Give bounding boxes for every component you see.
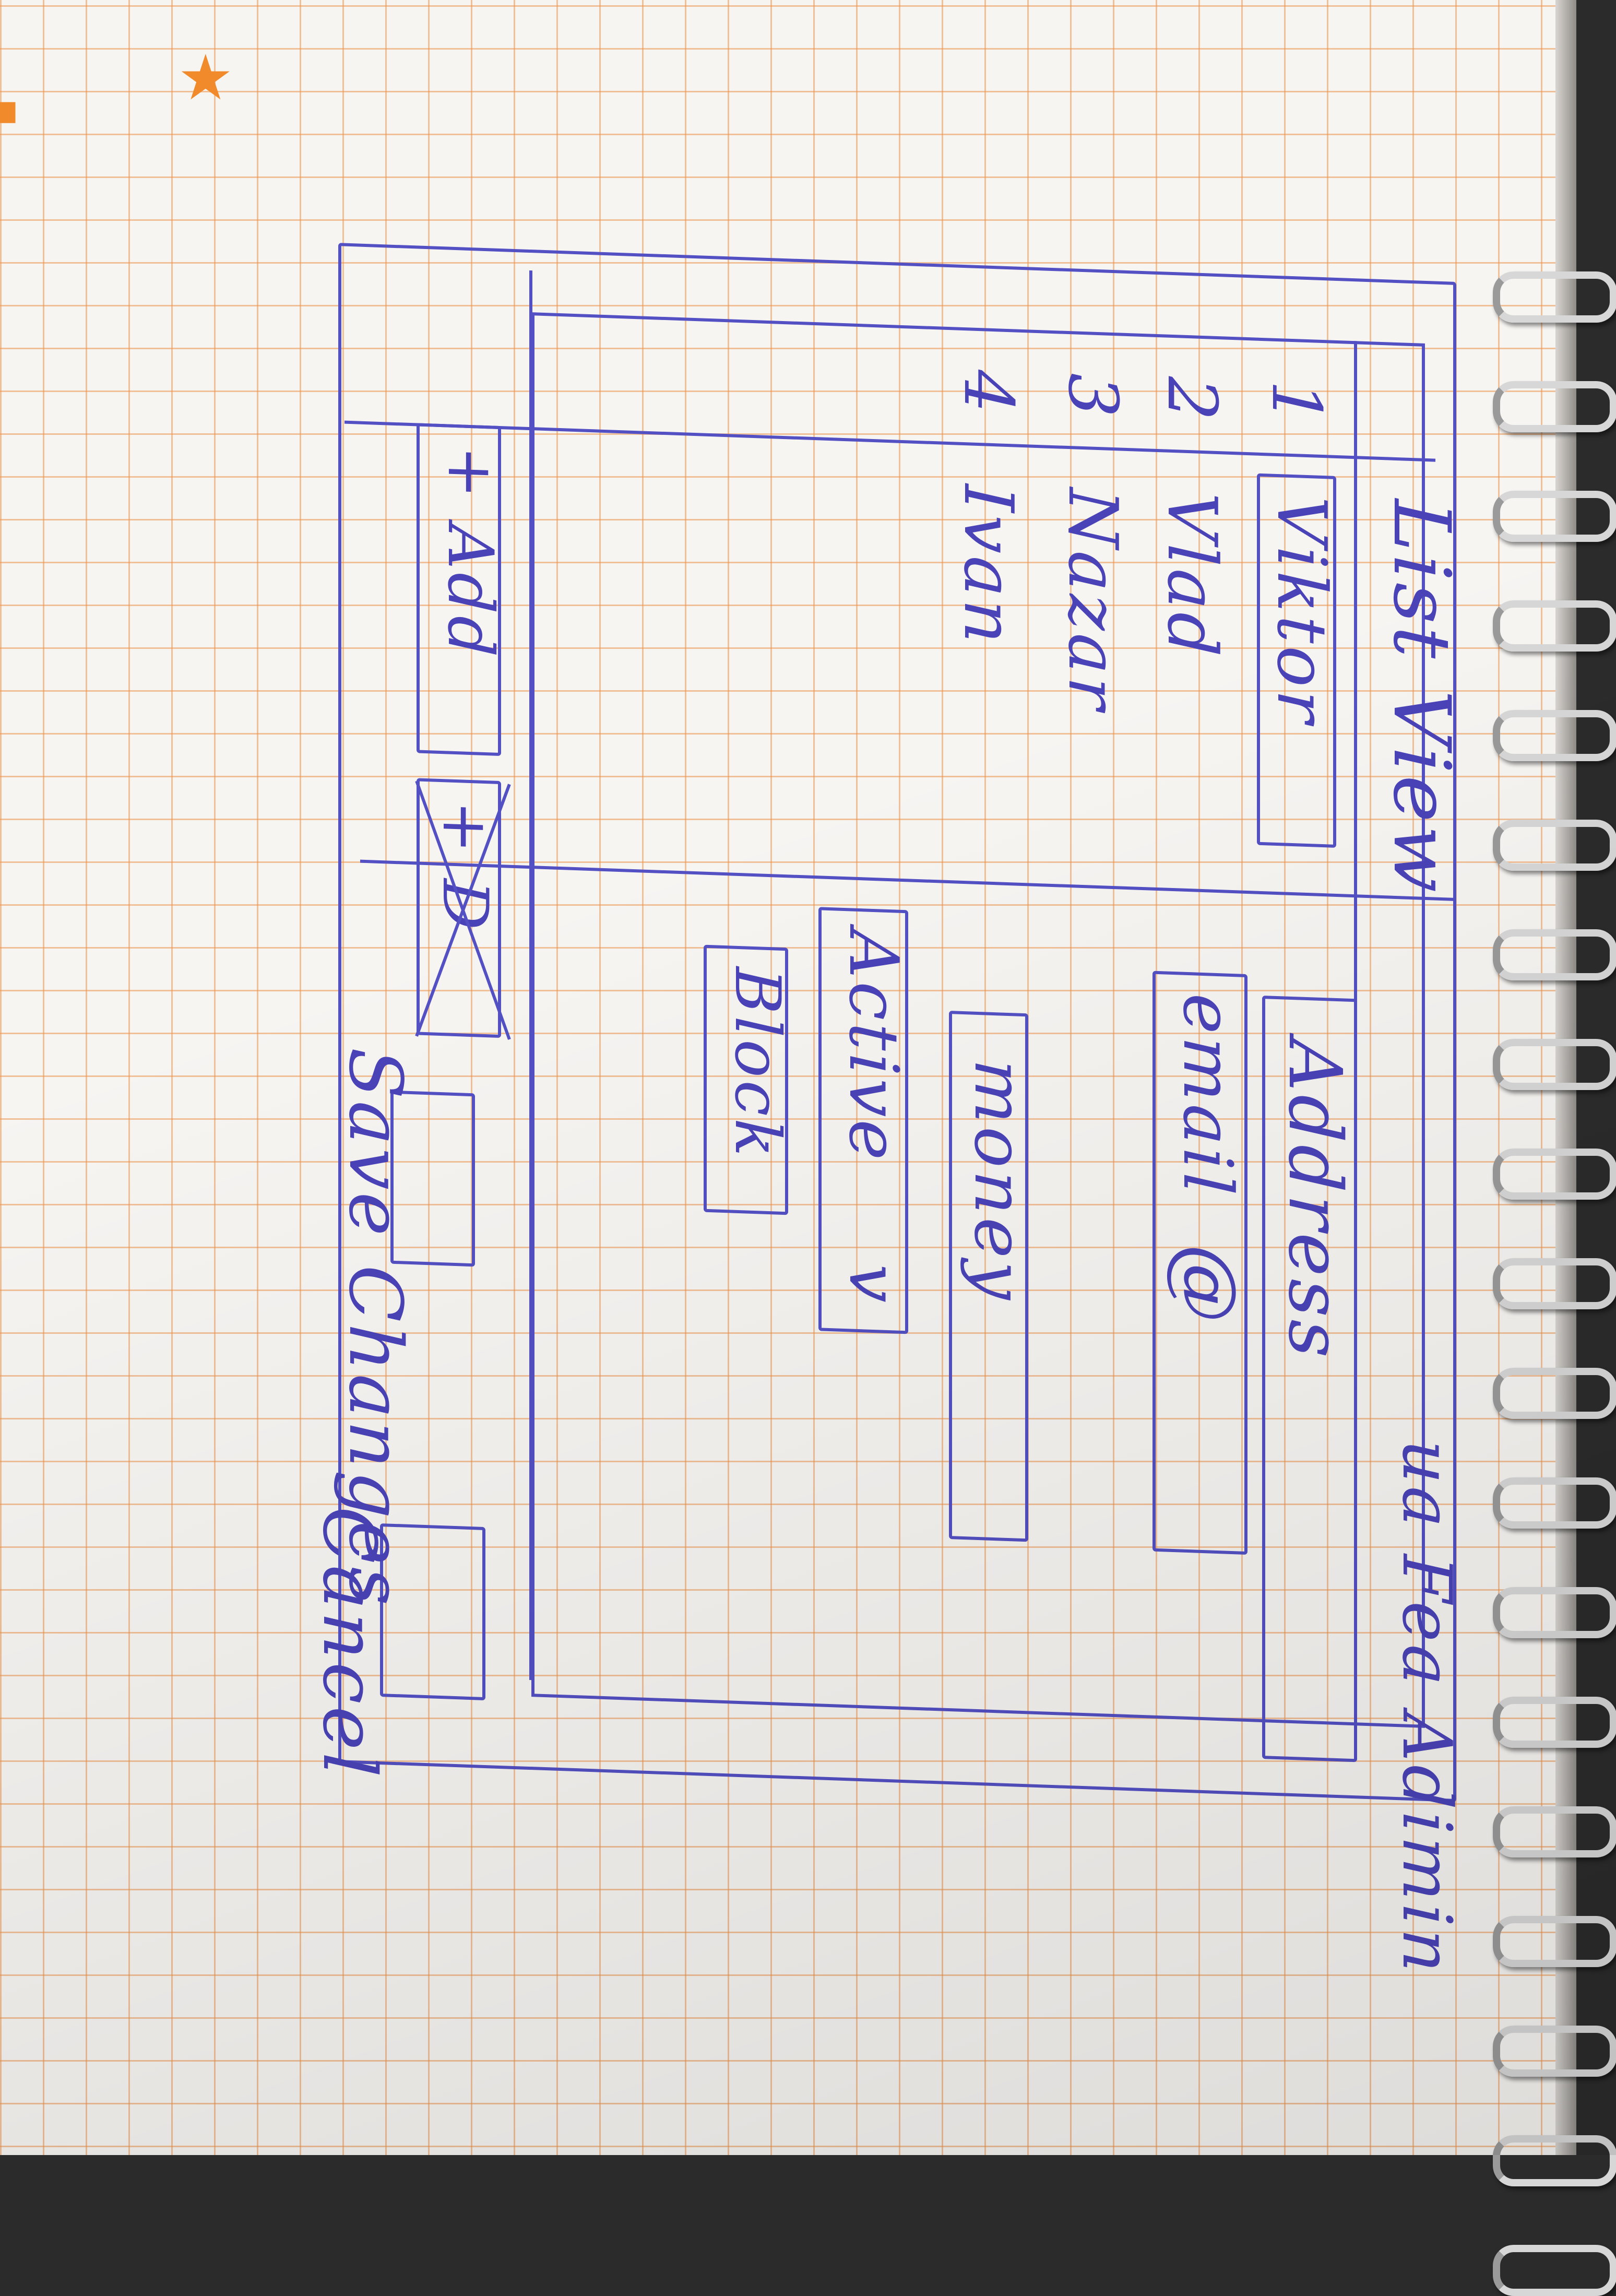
spiral-ring — [1493, 929, 1616, 980]
row-number: 4 — [949, 369, 1028, 418]
spiral-ring — [1493, 1368, 1616, 1419]
spiral-ring — [1493, 491, 1616, 542]
spiral-ring — [1493, 1697, 1616, 1748]
spiral-ring — [1493, 1587, 1616, 1638]
spiral-ring — [1493, 1916, 1616, 1967]
block-button-label: Block — [721, 966, 793, 1162]
status-label: Active — [834, 928, 913, 1165]
row-name[interactable]: Vlad — [1152, 490, 1232, 661]
spiral-ring — [1493, 2245, 1616, 2296]
email-label: email — [1168, 992, 1247, 1199]
row-name[interactable]: Nazar — [1053, 487, 1133, 714]
logo-star-icon: ★ — [177, 42, 234, 114]
row-number: 1 — [1257, 379, 1336, 429]
spiral-ring — [1493, 381, 1616, 432]
toolbar-divider — [529, 270, 532, 1680]
row-name[interactable]: Ivan — [949, 483, 1028, 648]
detail-title: ua Fea Adimin — [1387, 1438, 1467, 1978]
list-title: List View — [1376, 498, 1467, 897]
chevron-down-icon[interactable]: v — [834, 1262, 913, 1307]
spiral-ring — [1493, 271, 1616, 323]
address-label: Address — [1272, 1037, 1357, 1363]
spiral-ring — [1493, 600, 1616, 652]
money-label: money — [959, 1058, 1039, 1304]
at-icon: @ — [1162, 1242, 1253, 1328]
spiral-ring — [1493, 2135, 1616, 2186]
page-edge — [1555, 0, 1576, 2155]
spiral-ring — [1493, 1477, 1616, 1529]
spiral-ring — [1493, 1039, 1616, 1090]
row-number: 3 — [1053, 372, 1133, 422]
notebook-page — [0, 0, 1576, 2155]
spiral-ring — [1493, 1806, 1616, 1857]
spiral-ring — [1493, 710, 1616, 761]
cancel-label: Cancel — [306, 1505, 391, 1781]
spiral-ring — [1493, 2026, 1616, 2077]
add-button-label: + Add — [434, 444, 506, 661]
notebook-logo: int — [0, 0, 42, 148]
row-name[interactable]: Viktor — [1262, 494, 1341, 727]
spiral-ring — [1493, 820, 1616, 871]
spiral-ring — [1493, 1258, 1616, 1309]
row-number: 2 — [1152, 375, 1232, 425]
spiral-ring — [1493, 1149, 1616, 1200]
wireframe-sketch: List View 1 Viktor 2 Vlad 3 Nazar 4 Ivan… — [256, 240, 1467, 1977]
